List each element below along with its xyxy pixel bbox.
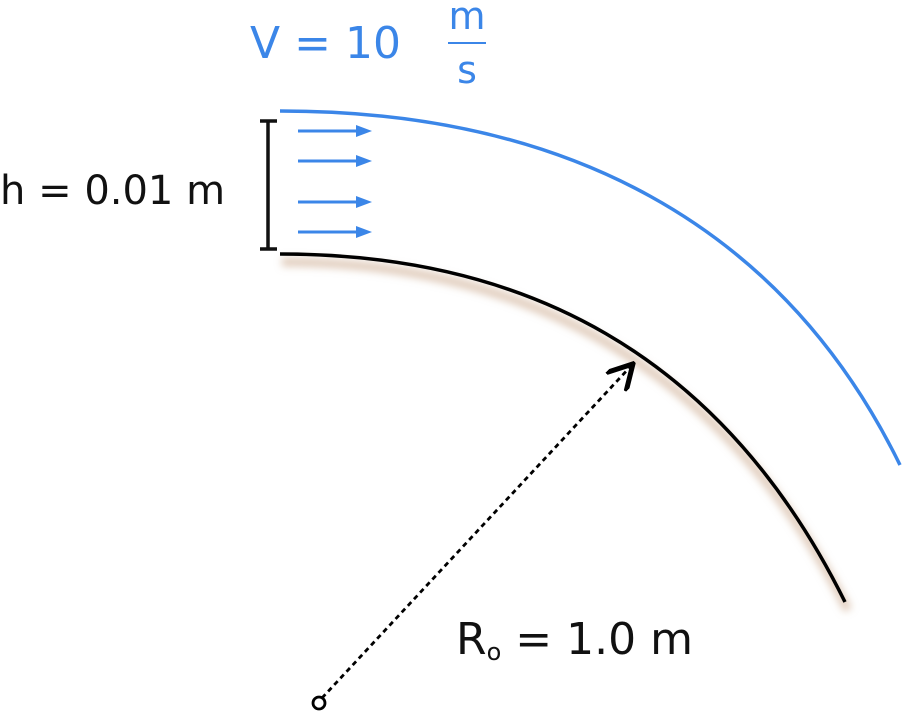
height-symbol: h (0, 168, 26, 214)
flow-arrow (298, 196, 372, 208)
radius-subscript: o (486, 638, 502, 666)
wall-shadow (281, 257, 853, 613)
velocity-equals: = (294, 18, 331, 69)
center-point (311, 695, 327, 711)
height-value: 0.01 m (84, 168, 226, 214)
curved-wall (279, 252, 847, 603)
velocity-unit-fraction: m s (444, 0, 490, 90)
velocity-symbol: V (250, 18, 281, 69)
flow-arrow (298, 155, 372, 167)
radius-equals: = (515, 614, 553, 665)
height-equals: = (38, 168, 72, 214)
flow-arrow (298, 125, 372, 137)
flow-arrows (298, 125, 372, 238)
velocity-unit-denominator: s (457, 48, 477, 92)
radius-value: 1.0 m (566, 614, 693, 665)
free-surface-curve (279, 109, 902, 466)
radius-label: Ro = 1.0 m (456, 614, 693, 666)
radius-symbol: R (456, 614, 487, 665)
velocity-unit-numerator: m (448, 0, 486, 38)
height-label: h = 0.01 m (0, 168, 225, 214)
radius-dashed-arrow (320, 366, 631, 699)
flow-arrow (298, 226, 372, 238)
fraction-bar (448, 42, 486, 44)
height-dimension-bracket (260, 119, 277, 251)
velocity-value: 10 (344, 18, 401, 69)
velocity-label: V = 10 m s (250, 0, 486, 90)
